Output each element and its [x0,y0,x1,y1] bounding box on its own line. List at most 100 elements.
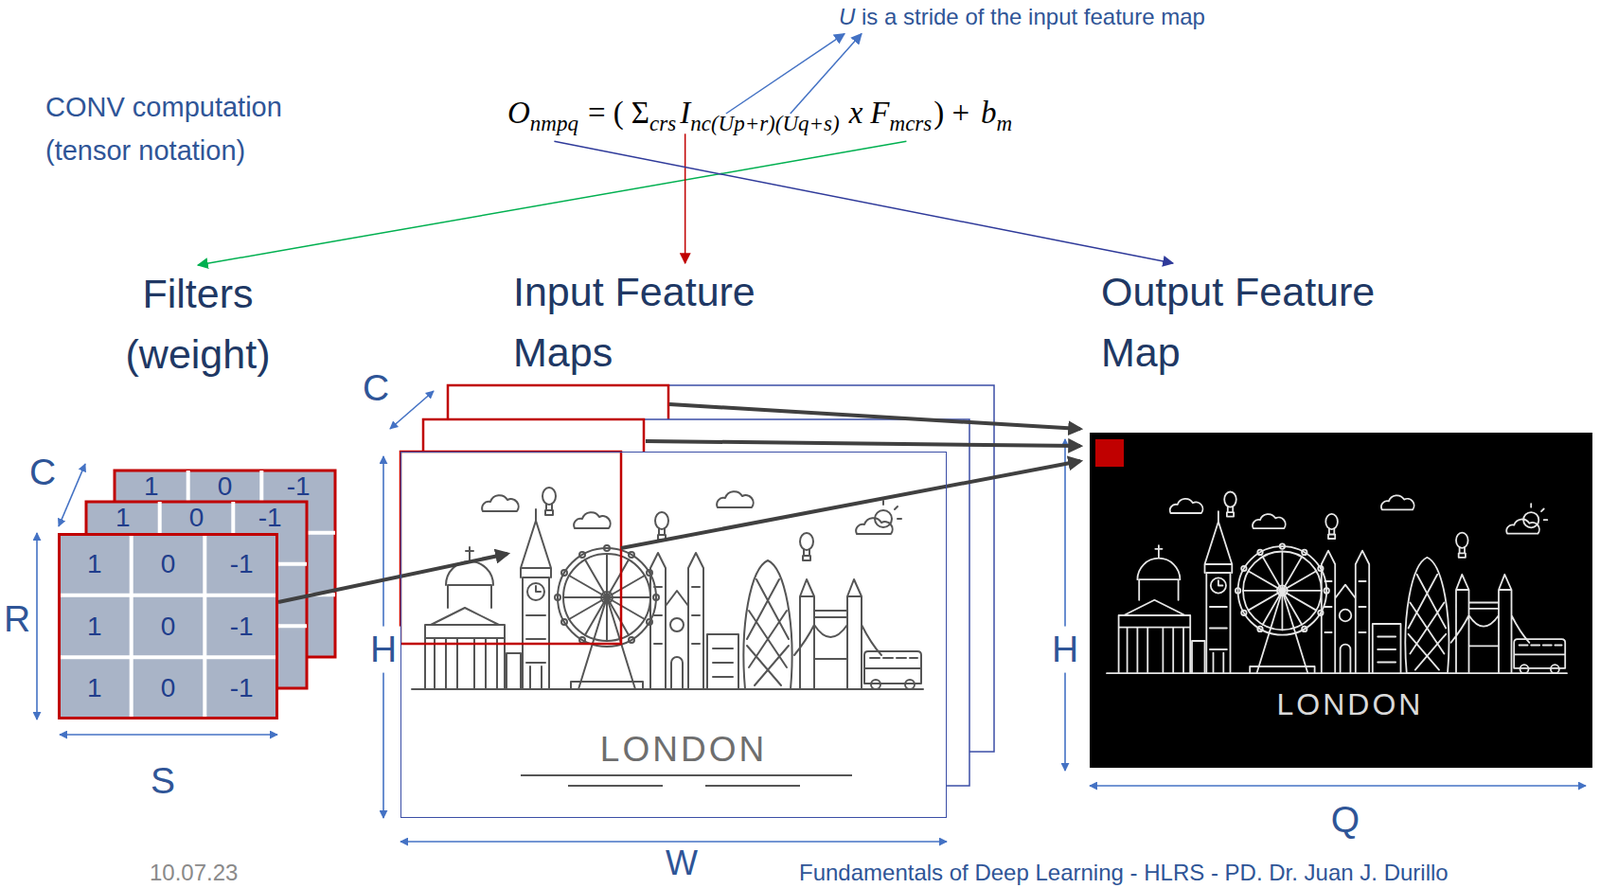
filter-weight: 0 [189,503,205,533]
dimension-label: C [29,451,56,495]
input-map-stack [400,385,995,818]
label-slot: -1 [286,472,311,501]
output-map-image [1089,432,1593,768]
output-map-image [1089,432,1593,768]
dimension-arrow [400,840,947,843]
filter-weight: 0 [160,610,177,641]
label-slot: H [366,626,401,674]
label-slot: LONDON [600,729,767,771]
label-slot: R [3,598,31,641]
formula-term: b [980,95,997,130]
connector-arrow [278,553,508,603]
dimension-arrow [1064,439,1067,771]
dimension-label: W [665,843,698,883]
connector-arrow [669,404,1081,429]
label-slot: 0 [160,673,177,704]
filter-weight: -1 [230,610,254,641]
label-slot: -1 [258,503,283,533]
filter-stack [57,533,279,720]
filter-weight: -1 [286,472,311,501]
label-slot: 0 [160,610,177,641]
formula-subscript: m [996,111,1014,136]
formula-term: x [849,95,864,130]
label-slot: 1 [143,472,160,501]
label-slot: 0 [189,503,205,533]
label-slot: -1 [230,610,254,641]
dimension-label: C [362,367,390,410]
filter-stack [57,533,279,720]
label-slot: -1 [230,549,254,580]
filter-weight: 1 [87,673,103,704]
leader-line [553,141,1174,264]
connector-arrow [621,461,1081,549]
dimension-arrow [59,733,278,736]
dimension-arrow [36,391,1586,842]
filter-weight: -1 [258,503,283,533]
input-map-stack [400,451,622,644]
label-slot: H [1048,626,1083,674]
label-slot: LONDON [1277,687,1424,723]
formula-subscript: nc(Up+r)(Uq+s) [690,111,840,136]
node-heading: Input Feature Maps [513,261,836,383]
note-text: U is a stride of the input feature map [838,3,1206,31]
filter-weight: -1 [230,673,254,704]
formula-subscript: nmpq [530,111,579,136]
filter-weight: -1 [230,549,254,580]
formula-term: O [507,95,531,130]
leader-line [197,141,907,266]
slide-heading: CONV computation (tensor notation) [45,85,330,173]
formula-subscript: mcrs [889,111,933,136]
input-map-stack [400,451,947,818]
formula-term: = ( [587,95,624,130]
label-slot: C [362,367,390,410]
footer-credit: Fundamentals of Deep Learning - HLRS - P… [799,859,1449,887]
label-slot: 0 [217,472,233,501]
illustration-text: LONDON [600,729,767,771]
node-heading: Filters (weight) [103,263,293,385]
label-slot: 10.07.23 [149,859,238,887]
dimension-arrow [58,463,86,527]
filter-weight: 1 [87,610,103,641]
label-slot: 0 [160,549,177,580]
filter-weight: 0 [217,472,233,501]
label-slot: 1 [87,673,103,704]
label-slot: 1 [115,503,131,533]
formula-term: I [679,95,691,130]
leader-line [197,34,1174,266]
dimension-label: Q [1331,799,1360,842]
output-map-image [1095,439,1124,467]
formula-subscript: crs [649,111,676,136]
connector [278,404,1081,603]
conv-formula: Onmpq= (ΣcrsInc(Up+r)(Uq+s)xFmcrs) +bm [507,92,1013,136]
filter-stack [57,470,336,720]
label-slot: -1 [230,673,254,704]
input-map-stack [411,487,924,690]
leader-line [684,133,687,264]
connector-arrow [645,441,1081,446]
node-heading: Output Feature Map [1101,261,1423,383]
formula-term: Σ [631,95,650,130]
label-slot: C [29,451,56,495]
dimension-label: S [150,760,176,803]
formula-term: F [870,95,889,130]
label-slot: S [150,760,176,803]
dimension-label: H [1048,626,1083,674]
output-map-image [1106,492,1567,675]
label-slot: CONV computation (tensor notation) [45,85,330,173]
dimension-arrow [1089,784,1586,787]
label-slot: U is a stride of the input feature map [838,3,1206,31]
label-slot: W [665,843,698,883]
heading-slot: Output Feature Map [1101,261,1423,383]
label-slot: 1 [87,549,103,580]
heading-slot: Filters (weight) [103,263,293,385]
filter-weight: 1 [87,549,103,580]
dimension-label: R [3,598,31,641]
footer-date: 10.07.23 [149,859,238,887]
label-slot: 1 [87,610,103,641]
input-map-stack [520,775,853,786]
dimension-arrow [35,533,38,720]
illustration-text: LONDON [1277,687,1424,723]
filter-weight: 0 [160,673,177,704]
label-slot: Q [1331,799,1360,842]
